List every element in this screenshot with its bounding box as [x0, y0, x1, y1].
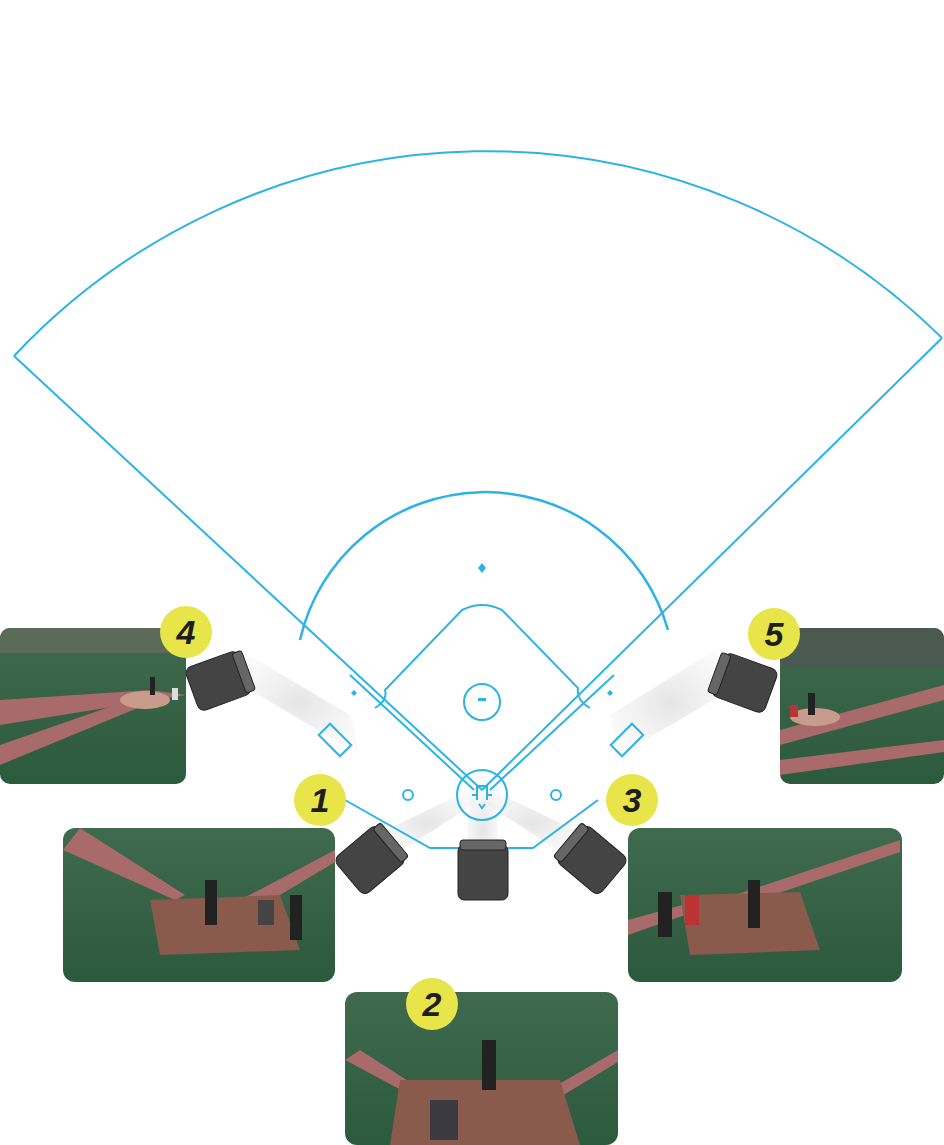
callout-number: 4: [161, 607, 211, 657]
camera-photo: [0, 628, 186, 784]
callout-number: 5: [749, 609, 799, 659]
camera-photo: [628, 828, 902, 982]
camera-photo: [63, 828, 335, 982]
camera-icon: [184, 648, 779, 900]
callout-circle: [160, 606, 800, 1030]
callout-number: 3: [607, 775, 657, 825]
callout-number: 2: [407, 979, 457, 1029]
camera-photo: [780, 628, 944, 784]
camera-photo: [345, 992, 618, 1145]
callout-number: 1: [295, 775, 345, 825]
